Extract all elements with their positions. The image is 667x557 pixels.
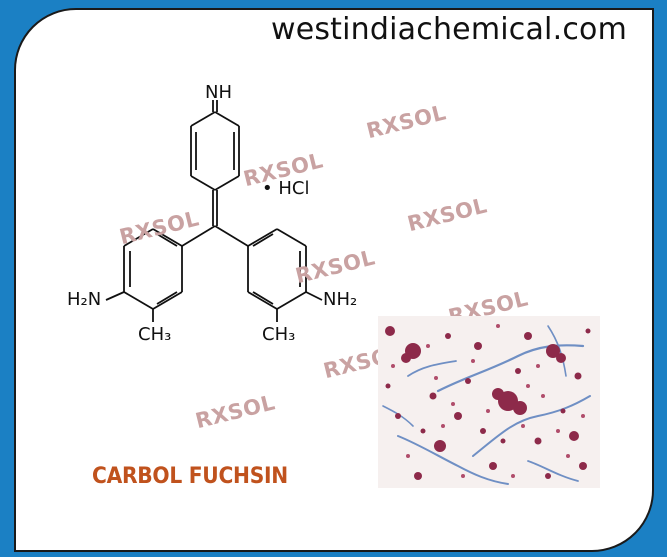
stained-bacteria-micrograph — [378, 316, 600, 488]
product-name: CARBOL FUCHSIN — [92, 464, 288, 489]
right-methyl-label: CH₃ — [262, 324, 295, 345]
hcl-label: • HCl — [262, 178, 309, 199]
left-methyl-label: CH₃ — [138, 324, 171, 345]
right-amine-label: NH₂ — [323, 289, 357, 310]
left-amine-label: H₂N — [67, 289, 101, 310]
website-address: westindiachemical.com — [270, 12, 627, 47]
imine-label: NH — [205, 82, 232, 103]
